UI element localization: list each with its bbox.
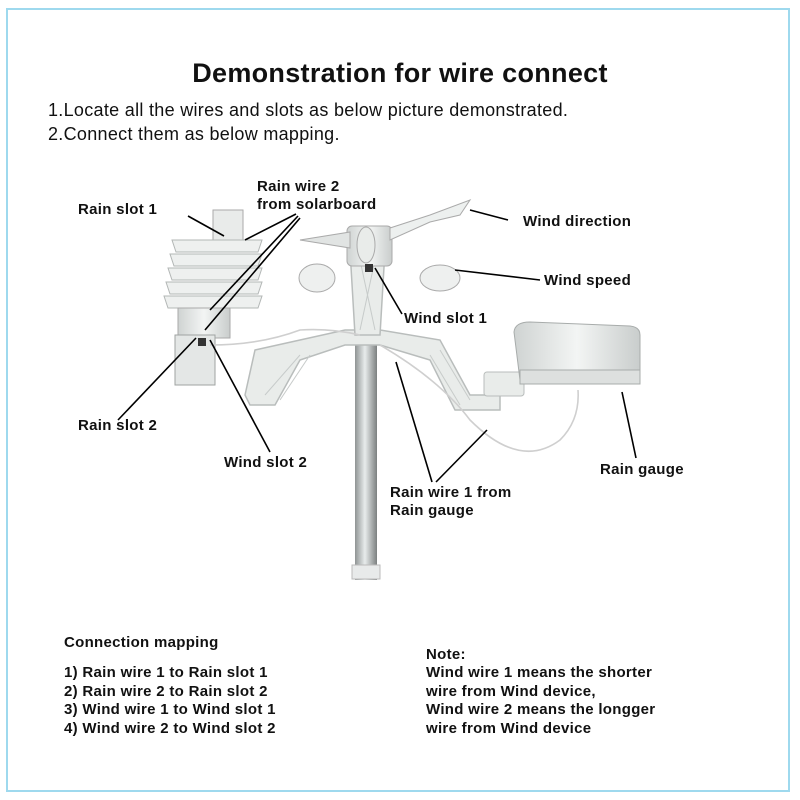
note-line: wire from Wind device bbox=[426, 719, 592, 737]
label-wind-slot-2: Wind slot 2 bbox=[224, 454, 308, 471]
connection-mapping-title: Connection mapping bbox=[64, 634, 219, 651]
solar-radiation-shield bbox=[163, 209, 263, 386]
label-rain-wire-1: Rain wire 1 from bbox=[390, 484, 512, 501]
rain-gauge-device bbox=[513, 321, 641, 385]
note-line: Wind wire 1 means the shorter bbox=[426, 664, 653, 681]
mounting-pole bbox=[351, 330, 381, 580]
instruction-1: 1.Locate all the wires and slots as belo… bbox=[48, 100, 569, 120]
instruction-2: 2.Connect them as below mapping. bbox=[48, 124, 340, 144]
note-text: Wind wire 1 means the shorter wire from … bbox=[426, 664, 655, 738]
pointer-lines bbox=[117, 209, 637, 483]
page-frame bbox=[6, 8, 790, 792]
note-line: wire from Wind device, bbox=[426, 682, 596, 700]
mapping-item: 2) Rain wire 2 to Rain slot 2 bbox=[64, 682, 268, 700]
connection-mapping-list: 1) Rain wire 1 to Rain slot 1 2) Rain wi… bbox=[64, 664, 276, 738]
label-rain-wire-2: Rain wire 2 bbox=[257, 178, 340, 195]
label-rain-slot-2: Rain slot 2 bbox=[78, 417, 158, 434]
page-title: Demonstration for wire connect bbox=[192, 58, 608, 88]
label-rain-slot-1: Rain slot 1 bbox=[78, 201, 158, 218]
note-line: Wind wire 2 means the longger bbox=[426, 701, 656, 718]
arm-bracket bbox=[483, 371, 525, 397]
label-wind-speed: Wind speed bbox=[544, 272, 632, 289]
label-rain-wire-2-source: from solarboard bbox=[257, 196, 377, 213]
mapping-item: 3) Wind wire 1 to Wind slot 1 bbox=[64, 701, 276, 718]
mapping-item: 4) Wind wire 2 to Wind slot 2 bbox=[64, 719, 276, 737]
weather-station-illustration bbox=[117, 198, 641, 580]
label-rain-gauge: Rain gauge bbox=[600, 461, 684, 478]
label-wind-slot-1: Wind slot 1 bbox=[404, 310, 488, 327]
mapping-item: 1) Rain wire 1 to Rain slot 1 bbox=[64, 664, 268, 681]
cables bbox=[209, 328, 579, 453]
note-title: Note: bbox=[426, 646, 466, 663]
label-rain-wire-1-source: Rain gauge bbox=[390, 502, 474, 519]
label-wind-direction: Wind direction bbox=[523, 213, 632, 230]
wind-device bbox=[298, 198, 472, 293]
